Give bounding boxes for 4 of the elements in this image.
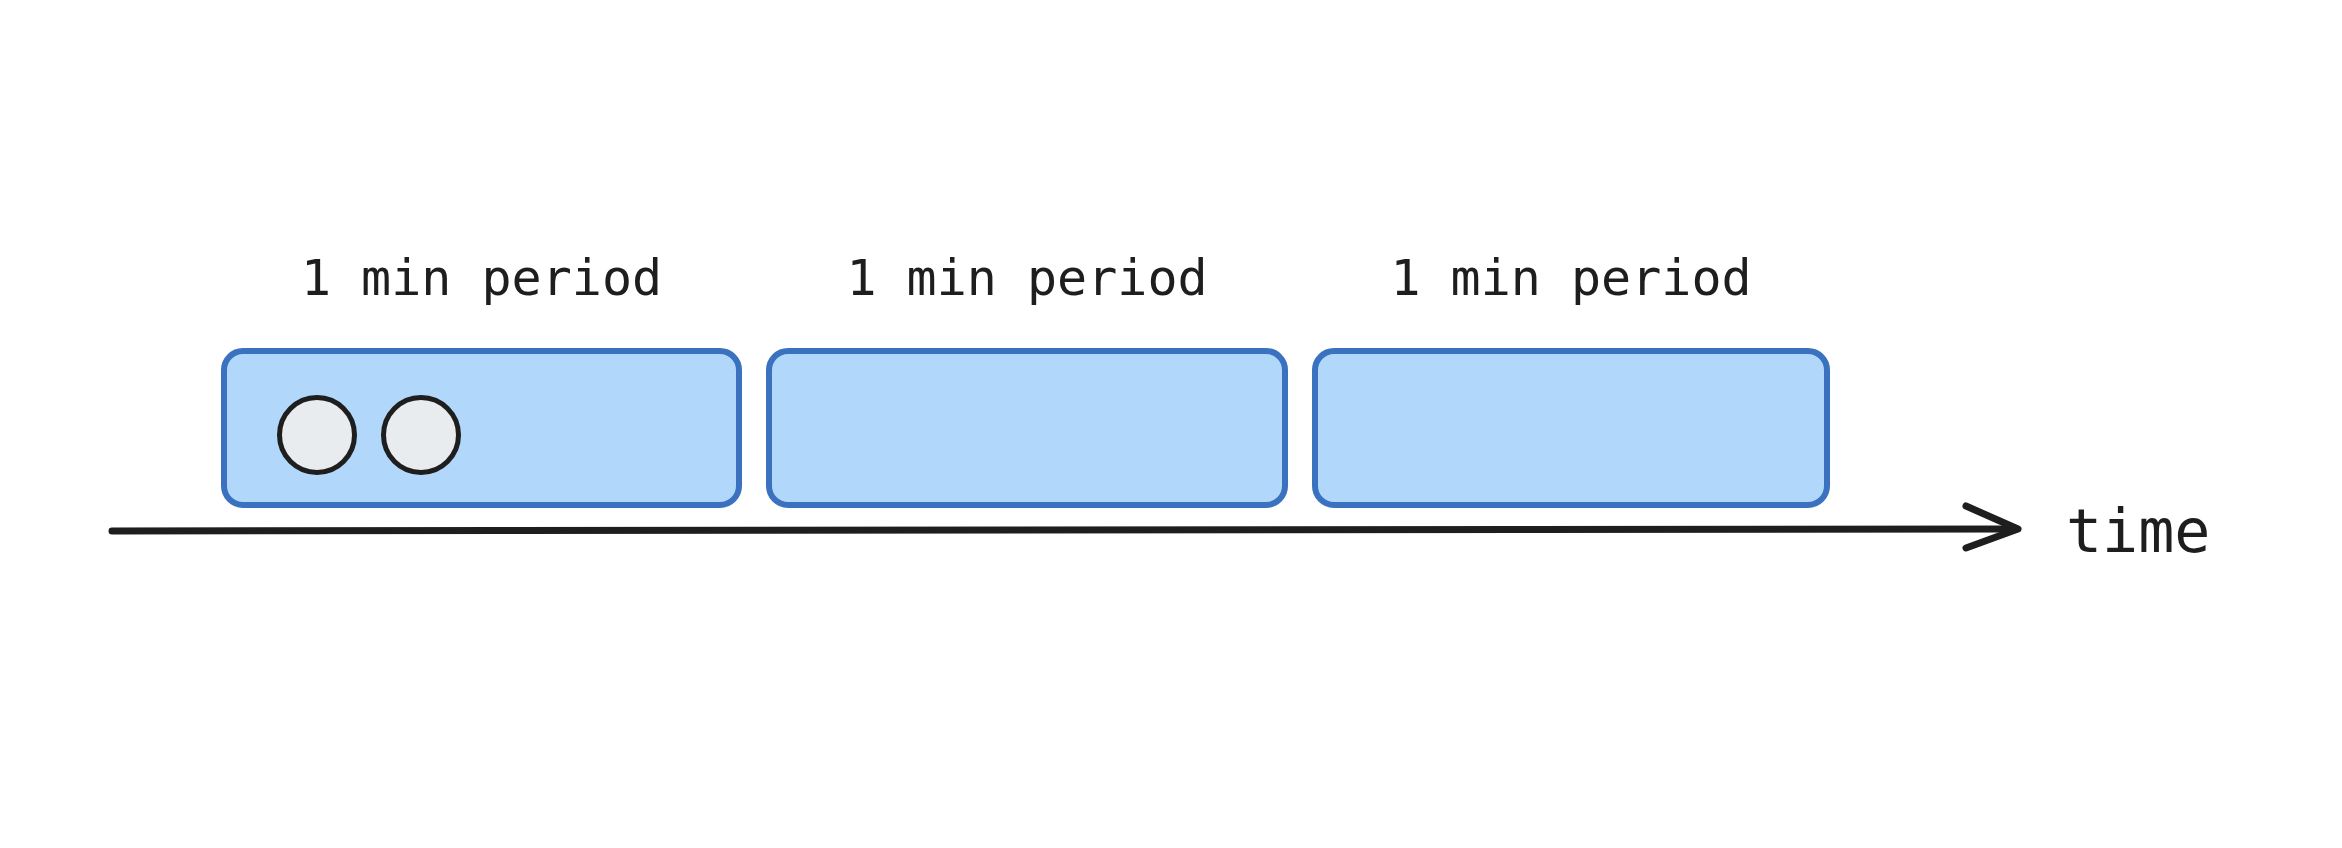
- period-label: 1 min period: [300, 248, 663, 308]
- axis-label: time: [2066, 496, 2211, 566]
- period-label: 1 min period: [1390, 248, 1752, 308]
- period-label: 1 min period: [846, 248, 1208, 308]
